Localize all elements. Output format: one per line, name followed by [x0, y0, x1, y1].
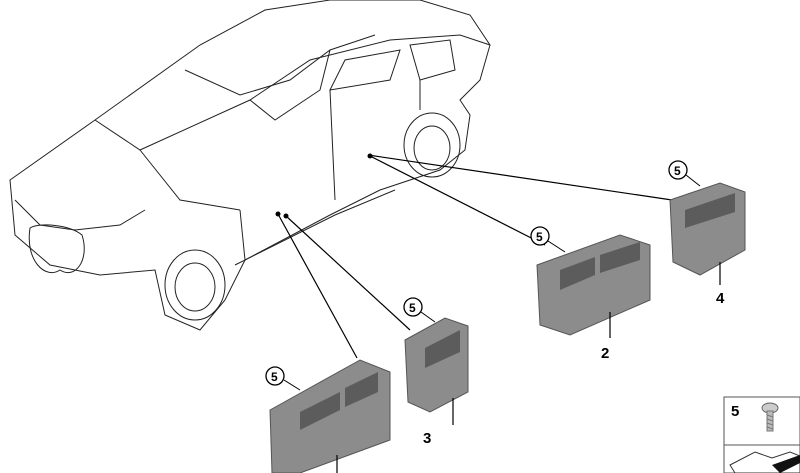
control-module-2[interactable]: [536, 234, 651, 338]
control-module-3[interactable]: [404, 317, 469, 425]
control-module-4[interactable]: [669, 182, 746, 285]
mount-point-dot: [275, 211, 281, 217]
part-label-4: 4: [716, 290, 725, 307]
legend-box: 5: [723, 396, 800, 473]
legend-number: 5: [731, 403, 739, 420]
callout-5[interactable]: 5: [265, 366, 301, 391]
screw-icon: [761, 402, 779, 432]
bracket-arrow-icon: [729, 451, 800, 473]
callout-5[interactable]: 5: [668, 160, 701, 187]
control-module-1[interactable]: [269, 359, 391, 473]
callout-5[interactable]: 5: [403, 297, 436, 323]
svg-text:5: 5: [536, 230, 543, 244]
leader-lines: [277, 154, 673, 359]
svg-text:5: 5: [271, 370, 278, 384]
part-label-2: 2: [601, 345, 609, 362]
car-outline: [9, 0, 491, 331]
callout-5[interactable]: 5: [530, 226, 566, 253]
mount-point-dot: [283, 213, 289, 219]
part-label-3: 3: [423, 430, 431, 447]
svg-text:5: 5: [409, 301, 416, 315]
svg-text:5: 5: [674, 164, 681, 178]
mount-point-dot: [367, 153, 373, 159]
